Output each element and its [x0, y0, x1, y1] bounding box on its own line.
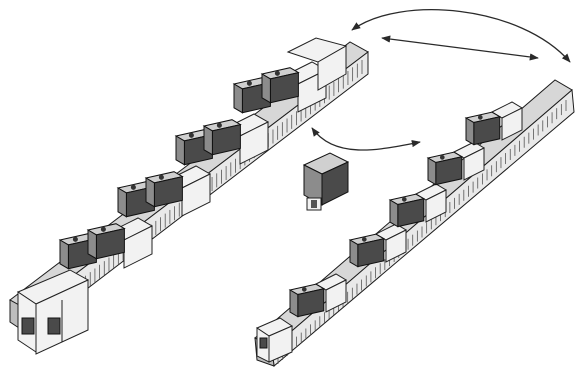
- right-rail-teeth: [277, 100, 567, 364]
- right-end-cap: [255, 317, 294, 363]
- jack-module: [288, 283, 326, 318]
- jack-module: [116, 181, 156, 218]
- jack-module: [464, 111, 502, 146]
- left-end-cap: [16, 269, 90, 355]
- jack-module: [202, 119, 242, 156]
- left-rail-modules: [58, 37, 348, 270]
- rail-swap-double-arrow: [351, 9, 571, 63]
- jack-module: [426, 151, 464, 186]
- right-rail-modules: [288, 101, 524, 318]
- jack-module: [388, 193, 426, 228]
- jack-module: [86, 223, 126, 260]
- jack-module: [144, 171, 184, 208]
- jack-module: [260, 67, 300, 104]
- detached-jack-module: [302, 152, 350, 211]
- rail-swap-double-arrow: [381, 35, 539, 61]
- jack-module: [348, 233, 386, 268]
- module-transfer-arrow: [311, 127, 421, 151]
